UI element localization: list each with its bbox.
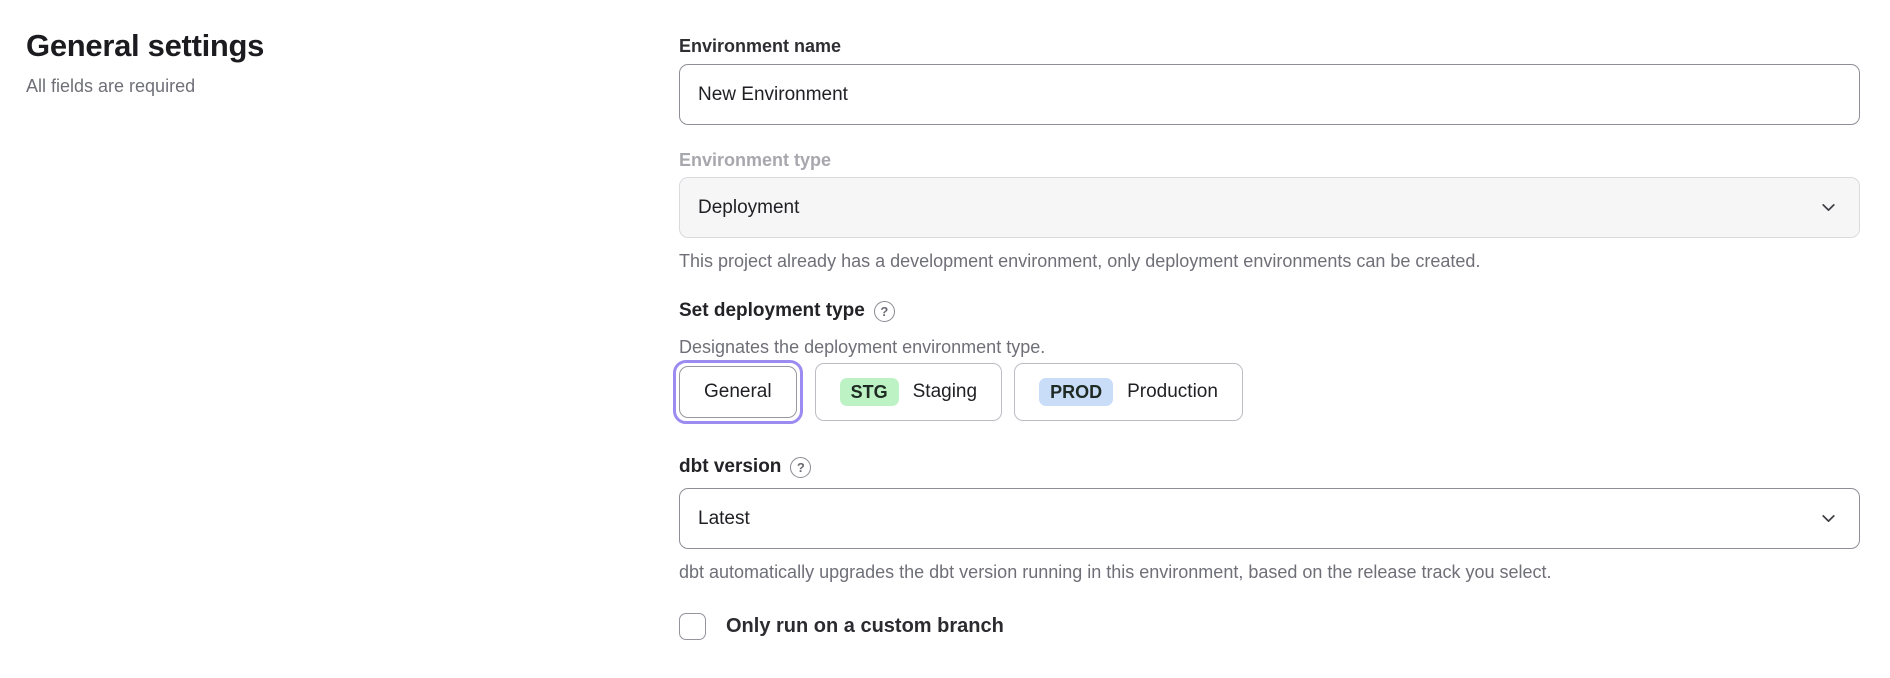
environment-settings-form: Environment name Environment type Deploy… — [673, 0, 1860, 678]
deployment-type-option-staging[interactable]: STG Staging — [814, 363, 1003, 421]
custom-branch-label: Only run on a custom branch — [726, 615, 1004, 637]
deployment-type-option-staging-label: Staging — [912, 381, 978, 402]
dbt-version-select[interactable]: Latest — [679, 488, 1860, 549]
environment-type-label: Environment type — [679, 150, 832, 170]
custom-branch-checkbox[interactable] — [679, 613, 706, 640]
deployment-type-label-text: Set deployment type — [679, 300, 865, 321]
deployment-type-option-general-label: General — [704, 381, 772, 402]
deployment-type-options: General STG Staging PROD Production — [673, 360, 1243, 424]
environment-name-label: Environment name — [679, 36, 842, 56]
page-subtitle: All fields are required — [26, 76, 196, 96]
environment-type-select: Deployment — [679, 177, 1860, 238]
dbt-version-label-text: dbt version — [679, 456, 782, 477]
dbt-version-helper: dbt automatically upgrades the dbt versi… — [679, 562, 1552, 582]
production-badge: PROD — [1039, 378, 1114, 406]
deployment-type-option-production-label: Production — [1127, 381, 1218, 402]
environment-type-helper: This project already has a development e… — [679, 251, 1481, 271]
deployment-type-helper: Designates the deployment environment ty… — [679, 337, 1046, 357]
deployment-type-label: Set deployment type ? — [679, 300, 895, 322]
deployment-type-option-general[interactable]: General — [679, 366, 797, 418]
environment-name-input[interactable] — [679, 64, 1860, 125]
custom-branch-row: Only run on a custom branch — [679, 613, 1004, 640]
page-title: General settings — [26, 28, 265, 63]
help-icon[interactable]: ? — [873, 300, 895, 322]
dbt-version-value: Latest — [698, 507, 750, 529]
chevron-down-icon — [1822, 203, 1835, 212]
environment-type-value: Deployment — [698, 196, 800, 218]
chevron-down-icon — [1822, 514, 1835, 523]
staging-badge: STG — [839, 378, 899, 406]
help-icon[interactable]: ? — [790, 456, 812, 478]
deployment-type-option-general-selected-ring: General — [673, 360, 803, 424]
dbt-version-label: dbt version ? — [679, 456, 812, 478]
deployment-type-option-production[interactable]: PROD Production — [1014, 363, 1243, 421]
